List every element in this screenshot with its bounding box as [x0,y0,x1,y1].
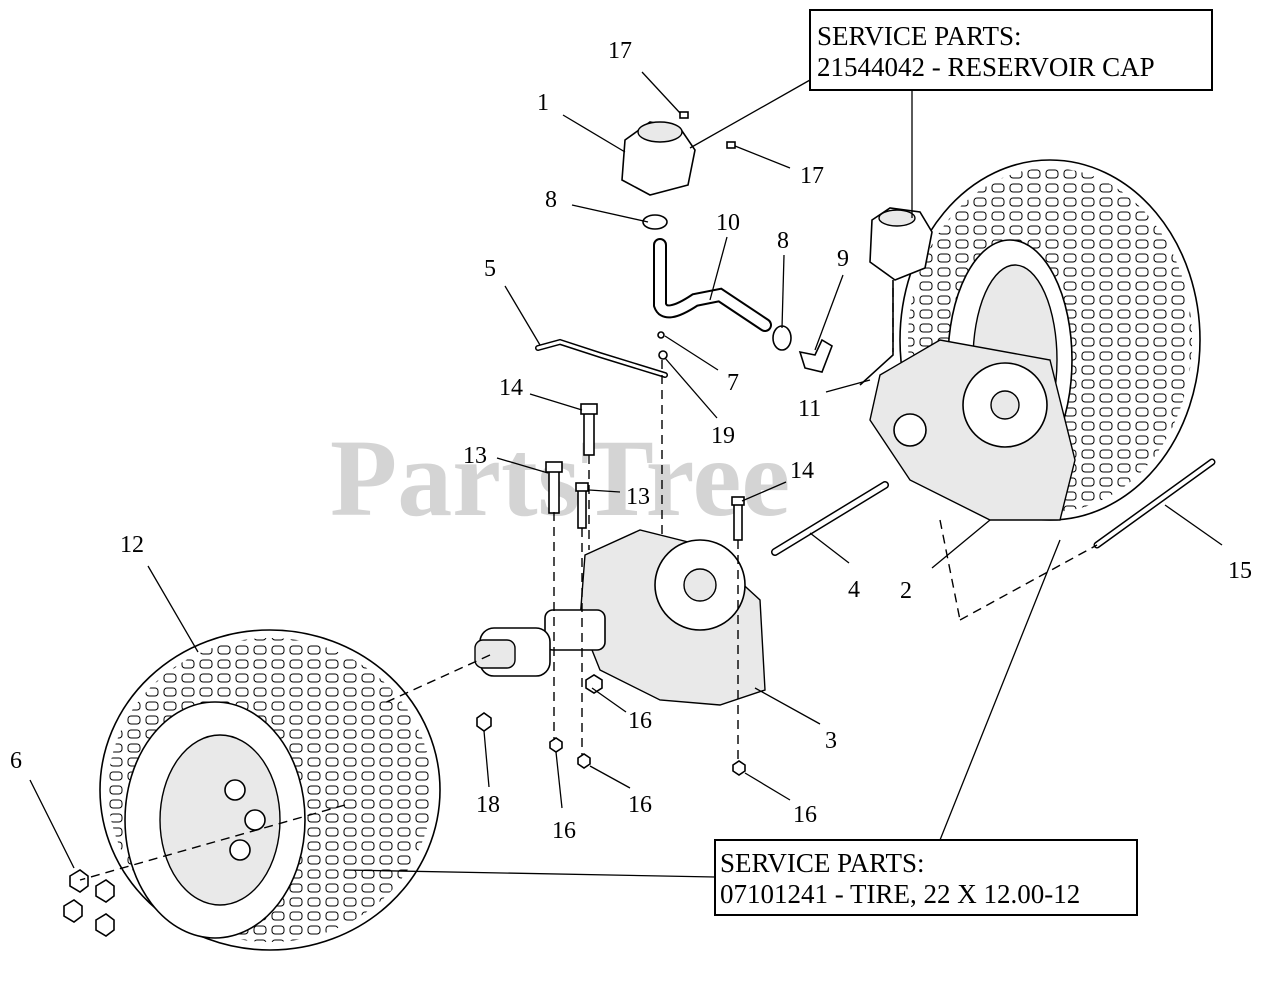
assembly-lines [79,288,1098,881]
washer-19[interactable] [658,350,668,360]
callout-label: 5 [484,256,496,282]
service-box-part: 21544042 - RESERVOIR CAP [817,52,1155,82]
callout-label: 12 [120,532,144,558]
service-box-tire: SERVICE PARTS: 07101241 - TIRE, 22 X 12.… [714,839,1138,916]
callout-label: 11 [798,396,821,422]
callout-label: 8 [545,187,557,213]
callout-label: 8 [777,228,789,254]
hose-clamp-upper[interactable] [642,214,668,230]
elbow-fitting[interactable] [798,338,833,373]
callout-label: 6 [10,748,22,774]
callout-label: 2 [900,578,912,604]
right-transmission[interactable] [869,339,1076,521]
callout-numbers: 17 1 17 8 10 8 9 5 7 11 14 19 13 13 14 1… [10,38,1252,844]
watermark-text: PartsTree [330,417,790,539]
callout-label: 17 [608,38,632,64]
pin-7[interactable] [657,331,665,339]
left-tire[interactable] [99,629,441,951]
screw-17-right[interactable] [726,141,736,149]
callout-label: 17 [800,163,824,189]
callout-label: 9 [837,246,849,272]
callout-label: 3 [825,728,837,754]
callout-label: 1 [537,90,549,116]
reservoir-left[interactable] [621,121,696,196]
callout-label: 13 [463,443,487,469]
callout-label: 14 [790,458,814,484]
left-transmission[interactable] [474,529,766,706]
callout-label: 15 [1228,558,1252,584]
callout-label: 13 [626,484,650,510]
callout-label: 19 [711,423,735,449]
bolts[interactable] [545,403,745,541]
screw-17-top[interactable] [679,111,689,119]
callout-label: 7 [727,370,739,396]
service-box-part: 07101241 - TIRE, 22 X 12.00-12 [720,879,1080,909]
lug-nuts[interactable] [63,869,115,937]
callout-label: 14 [499,375,523,401]
callout-label: 16 [552,818,576,844]
callout-label: 16 [793,802,817,828]
callout-label: 4 [848,577,860,603]
callout-label: 18 [476,792,500,818]
service-box-title: SERVICE PARTS: [817,21,1022,51]
hose-clamp-right[interactable] [772,325,792,351]
callout-label: 10 [716,210,740,236]
callout-label: 16 [628,792,652,818]
leader-lines [29,71,1223,878]
nuts[interactable] [476,674,746,776]
service-box-title: SERVICE PARTS: [720,848,925,878]
callout-label: 16 [628,708,652,734]
service-box-reservoir-cap: SERVICE PARTS: 21544042 - RESERVOIR CAP [809,9,1213,91]
reservoir-right[interactable] [859,207,933,386]
